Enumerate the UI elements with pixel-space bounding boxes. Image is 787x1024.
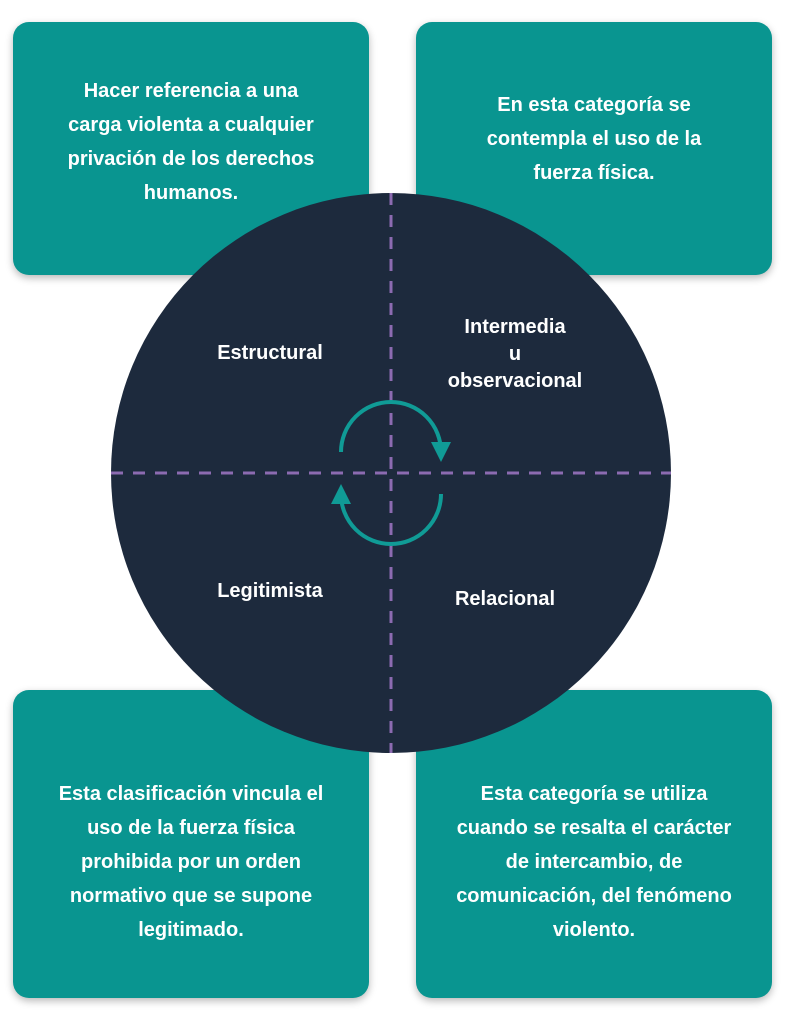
central-circle	[111, 193, 671, 753]
card-top-left: Hacer referencia a una carga violenta a …	[13, 22, 369, 275]
card-top-left-text: Hacer referencia a una carga violenta a …	[67, 80, 315, 204]
quadrant-label-relacional: Relacional	[454, 588, 556, 610]
cycle-arrows-icon	[331, 400, 451, 546]
card-bottom-left: Esta clasificación vincula el uso de la …	[13, 690, 369, 998]
card-top-right-text: En esta categoría se contempla el uso de…	[486, 94, 702, 184]
quadrant-label-estructural: Estructural	[217, 342, 323, 364]
card-bottom-left-text: Esta clasificación vincula el uso de la …	[58, 783, 324, 941]
card-top-right: En esta categoría se contempla el uso de…	[416, 22, 772, 275]
card-bottom-right-text: Esta categoría se utiliza cuando se resa…	[456, 783, 732, 941]
card-bottom-right: Esta categoría se utiliza cuando se resa…	[416, 690, 772, 998]
quadrant-label-legitimista: Legitimista	[217, 580, 323, 602]
quadrant-label-intermedia: Intermedia u observacional	[447, 316, 583, 392]
